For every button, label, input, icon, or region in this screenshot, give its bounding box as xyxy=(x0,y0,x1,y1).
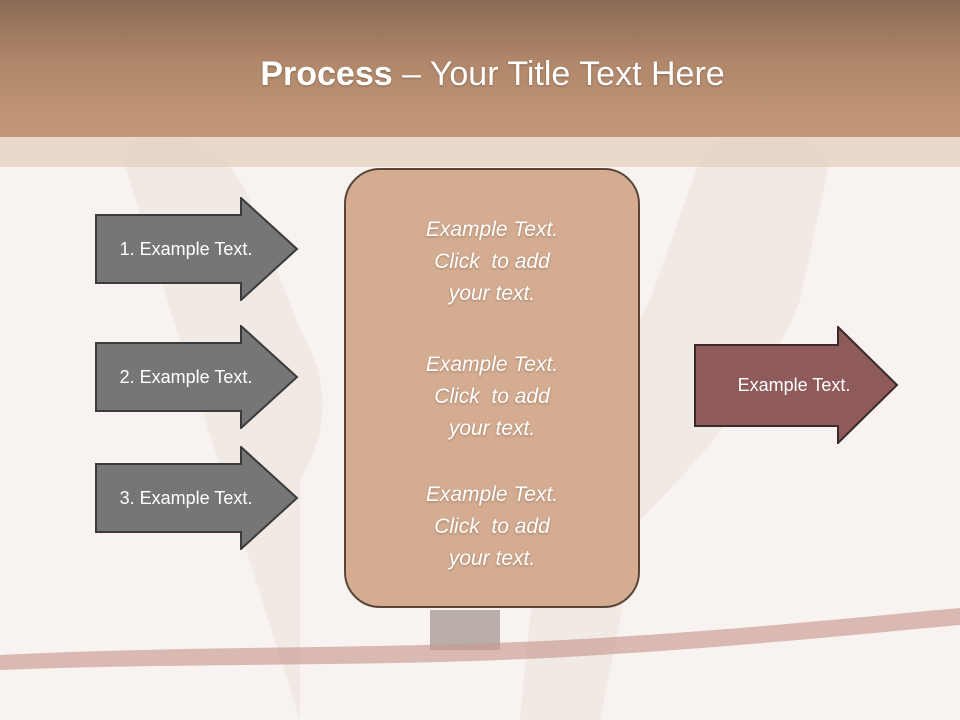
arrow-label: 3. Example Text. xyxy=(119,487,253,508)
block-line: your text. xyxy=(448,282,536,305)
block-line: Example Text. xyxy=(425,218,559,241)
center-text-block-1: Example Text. Click to add your text. xyxy=(346,214,638,310)
title-rest: – Your Title Text Here xyxy=(392,55,725,93)
center-text-block-3: Example Text. Click to add your text. xyxy=(346,479,638,575)
arrow-shape xyxy=(694,326,899,444)
arrow-label: 2. Example Text. xyxy=(119,366,253,387)
block-line: Click to add xyxy=(434,515,550,538)
arrow-shape xyxy=(95,325,299,429)
title-bold: Process xyxy=(260,55,393,93)
center-text-box[interactable]: Example Text. Click to add your text. Ex… xyxy=(344,168,640,608)
block-line: your text. xyxy=(448,547,536,570)
process-arrow-2[interactable]: 2. Example Text. xyxy=(95,325,299,429)
arrow-label: 1. Example Text. xyxy=(119,238,253,259)
block-line: Click to add xyxy=(434,250,550,273)
center-text-block-2: Example Text. Click to add your text. xyxy=(346,349,638,445)
arrow-shape xyxy=(95,446,299,550)
process-arrow-3[interactable]: 3. Example Text. xyxy=(95,446,299,550)
header-strip xyxy=(0,137,960,167)
block-line: your text. xyxy=(448,417,536,440)
arrow-label: Example Text. xyxy=(737,374,851,395)
block-line: Example Text. xyxy=(425,353,559,376)
process-arrow-1[interactable]: 1. Example Text. xyxy=(95,197,299,301)
result-arrow[interactable]: Example Text. xyxy=(694,326,900,444)
block-line: Example Text. xyxy=(425,483,559,506)
block-line: Click to add xyxy=(434,385,550,408)
arrow-shape xyxy=(95,197,299,301)
title-band xyxy=(0,0,960,137)
slide-title: Process – Your Title Text Here xyxy=(0,52,960,96)
